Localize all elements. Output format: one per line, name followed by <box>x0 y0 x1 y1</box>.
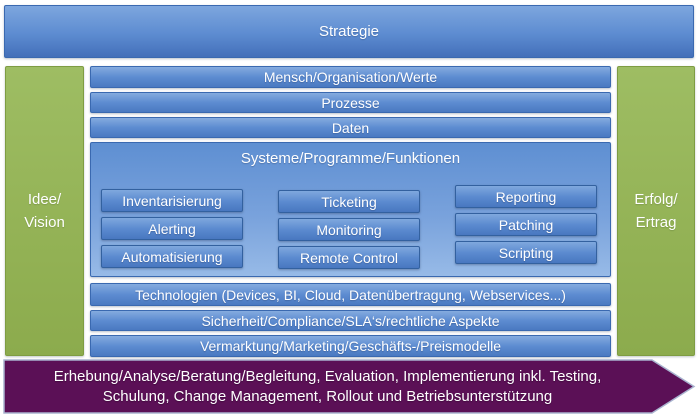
module-alerting: Alerting <box>101 217 243 240</box>
layer-mensch-organisation-werte: Mensch/Organisation/Werte <box>90 66 611 88</box>
layer-sicherheit-compliance: Sicherheit/Compliance/SLA‘s/rechtliche A… <box>90 310 611 331</box>
systeme-panel-title: Systeme/Programme/Funktionen <box>240 150 461 167</box>
process-arrow: Erhebung/Analyse/Beratung/Begleitung, Ev… <box>3 359 696 414</box>
systeme-column-2: Ticketing Monitoring Remote Control <box>278 190 420 269</box>
module-remote-control: Remote Control <box>278 246 420 269</box>
module-reporting: Reporting <box>455 185 597 208</box>
process-arrow-text: Erhebung/Analyse/Beratung/Begleitung, Ev… <box>17 359 638 414</box>
layer-technologien: Technologien (Devices, BI, Cloud, Datenü… <box>90 283 611 306</box>
layer-vermarktung-marketing: Vermarktung/Marketing/Geschäfts-/Preismo… <box>90 335 611 357</box>
module-monitoring: Monitoring <box>278 218 420 241</box>
module-inventarisierung: Inventarisierung <box>101 189 243 212</box>
layer-prozesse: Prozesse <box>90 92 611 113</box>
systeme-panel: Systeme/Programme/Funktionen Inventarisi… <box>90 142 611 277</box>
strategie-banner: Strategie <box>4 5 694 58</box>
module-patching: Patching <box>455 213 597 236</box>
erfolg-ertrag-pillar: Erfolg/ Ertrag <box>617 66 695 356</box>
process-arrow-line2: Schulung, Change Management, Rollout und… <box>102 387 553 405</box>
systeme-column-3: Reporting Patching Scripting <box>455 185 597 264</box>
module-automatisierung: Automatisierung <box>101 245 243 268</box>
systeme-column-1: Inventarisierung Alerting Automatisierun… <box>101 189 243 268</box>
idee-vision-pillar: Idee/ Vision <box>5 66 84 356</box>
process-arrow-line1: Erhebung/Analyse/Beratung/Begleitung, Ev… <box>53 367 602 385</box>
module-ticketing: Ticketing <box>278 190 420 213</box>
module-scripting: Scripting <box>455 241 597 264</box>
layer-daten: Daten <box>90 117 611 138</box>
process-arrow-shape <box>3 359 696 414</box>
